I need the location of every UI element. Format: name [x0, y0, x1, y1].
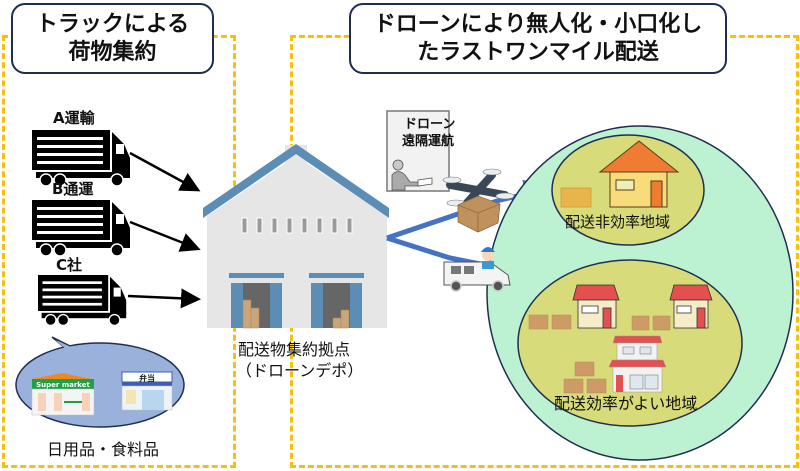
delivery-van-icon [443, 247, 511, 292]
arrow-truck-c-to-depot [127, 288, 201, 309]
depot-label-line1: 配送物集約拠点 [238, 340, 351, 359]
truck-icon-c [38, 275, 127, 327]
arrow-truck-a-to-depot [129, 151, 201, 192]
truck-section-title: トラックによる 荷物集約 [11, 3, 214, 74]
house-icon-inefficient [598, 140, 680, 208]
operator-label-line2: 遠隔運航 [402, 134, 455, 149]
bento-sign: 弁当 [139, 373, 155, 383]
package-icon-inefficient [560, 187, 592, 208]
operator-person-icon [391, 159, 433, 191]
arrow-truck-b-to-depot [129, 220, 201, 252]
house-icon-efficient-1 [572, 284, 620, 329]
drone-section-title: ドローンにより無人化・小口化し たラストワンマイル配送 [349, 3, 727, 74]
drone-title-line1: ドローンにより無人化・小口化し [373, 12, 703, 37]
truck-label-b: B通運 [52, 180, 94, 198]
operator-label-line1: ドローン [404, 117, 456, 132]
drone-title-line2: たラストワンマイル配送 [417, 39, 659, 65]
truck-title-line2: 荷物集約 [68, 39, 157, 65]
supermarket-icon: Super market [31, 373, 95, 416]
drone-operator-panel [386, 110, 450, 192]
truck-label-a: A運輸 [53, 109, 95, 127]
depot-label-line2: （ドローンデポ） [236, 361, 364, 380]
inefficient-area-label: 配送非効率地域 [565, 213, 671, 231]
truck-icon-b [32, 200, 130, 257]
bento-shop-icon: 弁当 [121, 371, 173, 411]
truck-icon-a [32, 130, 130, 187]
warehouse-icon [203, 144, 389, 329]
house-icon-efficient-2 [669, 284, 713, 329]
truck-title-line1: トラックによる [35, 12, 190, 37]
house-icon-efficient-3 [608, 335, 667, 393]
package-icons-efficient [528, 314, 671, 394]
truck-label-c: C社 [56, 256, 83, 274]
efficient-area-label: 配送効率がよい地域 [554, 394, 698, 413]
drone-icon [442, 168, 515, 233]
supermarket-sign: Super market [36, 381, 90, 389]
goods-label: 日用品・食料品 [47, 440, 160, 459]
